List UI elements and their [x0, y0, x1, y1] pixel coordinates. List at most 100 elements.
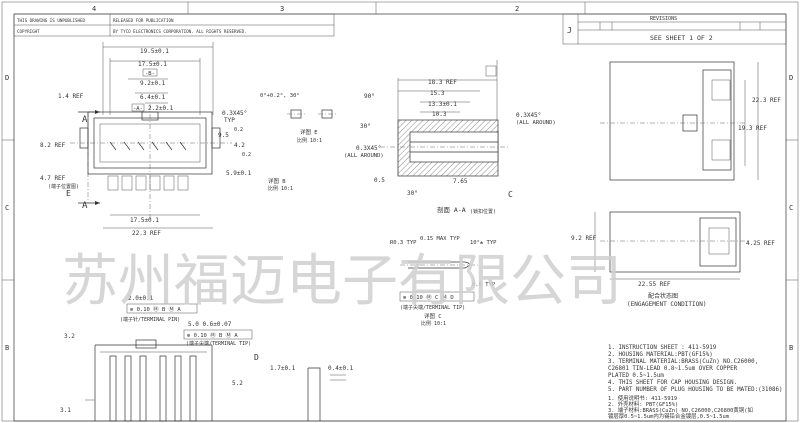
section-a-a-title: 剖面 A-A — [437, 205, 466, 214]
dim-13-3: 13.3±0.1 — [428, 101, 457, 108]
revisions-header: REVISIONS — [650, 16, 677, 22]
title-strip: THIS DRAWING IS UNPUBLISHED RELEASED FOR… — [13, 13, 335, 37]
dim-0-4: 0.4±0.1 — [328, 365, 354, 372]
see-sheet-note: SEE SHEET 1 OF 2 — [650, 34, 713, 42]
dim-0-3x45-b: 0.3X45° — [356, 145, 381, 152]
title-line-4: BY TYCO ELECTRONICS CORPORATION. ALL RIG… — [113, 29, 247, 34]
dim-3-1: 3.1 — [60, 407, 71, 414]
dim-0-2-b: 0.2 — [242, 152, 251, 158]
side-view: 22.3 REF 19.3 REF — [600, 61, 781, 181]
dim-19-3-side: 19.3 REF — [738, 125, 767, 132]
detail-e: 0°+0.2°, 30° 详图 E 比例 10:1 — [260, 93, 336, 144]
dim-2-0: 2.0±0.1 — [128, 295, 154, 302]
datum-a-box: -A- — [133, 106, 143, 112]
pin-cavity-row — [107, 175, 189, 191]
dim-0-6: 0.6 TYP — [472, 282, 496, 288]
dim-15-3: 15.3 — [430, 90, 445, 97]
zone-top-2: 2 — [515, 5, 519, 13]
note-cn-1: 1. 使用说明书: 411-5919 — [608, 394, 677, 402]
dim-19-5: 19.5±0.1 — [140, 48, 169, 55]
zone-left-b: B — [5, 344, 9, 352]
title-line-1: THIS DRAWING IS UNPUBLISHED — [17, 18, 86, 23]
note-3b: C26801 TIN-LEAD 0.8~1.5um OVER COPPER — [608, 366, 738, 372]
detail-e-scale: 比例 10:1 — [297, 137, 322, 144]
watermark-text: 苏州福迈电子有限公司 — [62, 249, 622, 314]
note-cn-2: 2. 外壳材料: PBT(GF15%) — [608, 400, 678, 408]
dim-1-7: 1.7±0.1 — [270, 365, 296, 372]
fcf-bottom-b: ⊕ 0.10 Ⓜ B Ⓜ A — [187, 331, 238, 339]
dim-9-5: 9.5 — [218, 132, 229, 139]
terminal-tip-c: (端子尖端/TERMINAL TIP) — [400, 304, 465, 311]
section-arrow-a-top: A — [82, 115, 88, 125]
dim-3-2: 3.2 — [64, 333, 75, 340]
engagement-title: 配合状态图 — [648, 292, 678, 300]
rev-letter: J — [567, 26, 572, 35]
detail-e-angles: 0°+0.2°, 30° — [260, 93, 300, 99]
callout-c: C — [508, 190, 513, 199]
detail-c-title: 详图 C — [424, 312, 442, 320]
terminal-pin-note: (端子针/TERMINAL PIN) — [120, 316, 180, 323]
bottom-pins — [109, 355, 197, 422]
dim-10-3: 10.3 — [432, 111, 447, 118]
zone-left-d: D — [5, 74, 9, 82]
datum-b: -B- — [145, 71, 155, 77]
terminal-tip-bottom: (端子尖端/TERMINAL TIP) — [186, 340, 251, 347]
dim-18-3: 18.3 REF — [428, 79, 457, 86]
dim-2-2: 2.2±0.1 — [148, 105, 174, 112]
detail-b: 详图 B 比例 10:1 — [268, 177, 293, 192]
dim-9-2-side: 9.2 REF — [571, 235, 597, 242]
note-2: 2. HOUSING MATERIAL:PBT(GF15%) — [608, 352, 713, 358]
dim-0-3x45: 0.3X45° — [222, 110, 247, 117]
note-cn-3b: 镀层厚0.5~1.5um内为锡铅合金镀层,0.5~1.5um — [608, 412, 729, 420]
all-around-note: (ALL AROUND) — [516, 120, 556, 126]
engagement-subtitle: (ENGAGEMENT CONDITION) — [627, 301, 706, 308]
zone-top-3: 3 — [280, 5, 284, 13]
dim-1-4: 1.4 REF — [58, 93, 84, 100]
zone-right-d: D — [789, 74, 793, 82]
dim-17-5-top: 17.5±0.1 — [138, 61, 167, 68]
zone-right-c: C — [789, 204, 793, 212]
dim-0-2-a: 0.2 — [234, 127, 243, 133]
dim-4-25: 4.25 REF — [746, 240, 775, 247]
detail-c-scale: 比例 10:1 — [421, 320, 446, 327]
revision-block: REVISIONS J SEE SHEET 1 OF 2 — [562, 13, 787, 45]
angle-90: 90° — [364, 93, 375, 100]
dim-22-55: 22.55 REF — [638, 281, 671, 288]
dim-9-2: 9.2±0.1 — [140, 80, 166, 87]
detail-b-title: 详图 B — [268, 177, 286, 185]
zone-right-b: B — [789, 344, 793, 352]
section-arrow-a-bottom: A — [82, 201, 88, 211]
note-1: 1. INSTRUCTION SHEET : 411-5919 — [608, 345, 717, 351]
zone-top-4: 4 — [92, 5, 96, 13]
dim-0-15-max: 0.15 MAX TYP — [420, 236, 460, 242]
note-4: 4. THIS SHEET FOR CAP HOUSING DESIGN. — [608, 380, 737, 386]
title-line-2: RELEASED FOR PUBLICATION — [113, 18, 174, 23]
dim-6-4: 6.4±0.1 — [140, 94, 166, 101]
dim-7-65: 7.65 — [453, 178, 468, 185]
notes-block: 1. INSTRUCTION SHEET : 411-5919 2. HOUSI… — [608, 345, 783, 420]
terminal-position-note: (端子位置图) — [48, 183, 79, 190]
engagement-view: 9.2 REF 4.25 REF 22.55 REF 配合状态图 (ENGAGE… — [571, 211, 775, 308]
angle-30-b: 30° — [407, 190, 418, 197]
dim-r0-3: R0.3 TYP — [390, 240, 417, 246]
dim-8-2: 8.2 REF — [40, 142, 66, 149]
detail-b-scale: 比例 10:1 — [268, 185, 293, 192]
zone-left-c: C — [5, 204, 9, 212]
note-cn-3: 3. 端子材料:BRASS(CuZn) NO.C26000,C26800黄铜(如 — [608, 406, 753, 414]
angle-30-a: 30° — [360, 123, 371, 130]
detail-e-title: 详图 E — [300, 128, 318, 136]
all-around-b: (ALL AROUND) — [344, 153, 384, 159]
dim-5-2: 5.2 — [232, 380, 243, 387]
detail-c: 0.15 MAX TYP 10°± TYP R0.3 TYP 0.6 TYP ⊕… — [390, 236, 497, 327]
callout-e: E — [66, 189, 71, 198]
lock-position-note: (锁扣位置) — [470, 208, 496, 215]
dim-17-5-bottom: 17.5±0.1 — [130, 217, 159, 224]
note-5: 5. PART NUMBER OF PLUG HOUSING TO BE MAT… — [608, 387, 783, 393]
front-view: 19.5±0.1 17.5±0.1 -B- 9.2±0.1 6.4±0.1 2.… — [40, 42, 252, 237]
fcf-bottom-a: ⊕ 0.10 Ⓜ B Ⓜ A — [130, 305, 181, 313]
dim-10-deg: 10°± TYP — [470, 240, 497, 246]
note-3c: PLATED 0.5~1.5um — [608, 373, 664, 379]
bottom-view: 2.0±0.1 ⊕ 0.10 Ⓜ B Ⓜ A (端子针/TERMINAL PIN… — [60, 295, 354, 422]
